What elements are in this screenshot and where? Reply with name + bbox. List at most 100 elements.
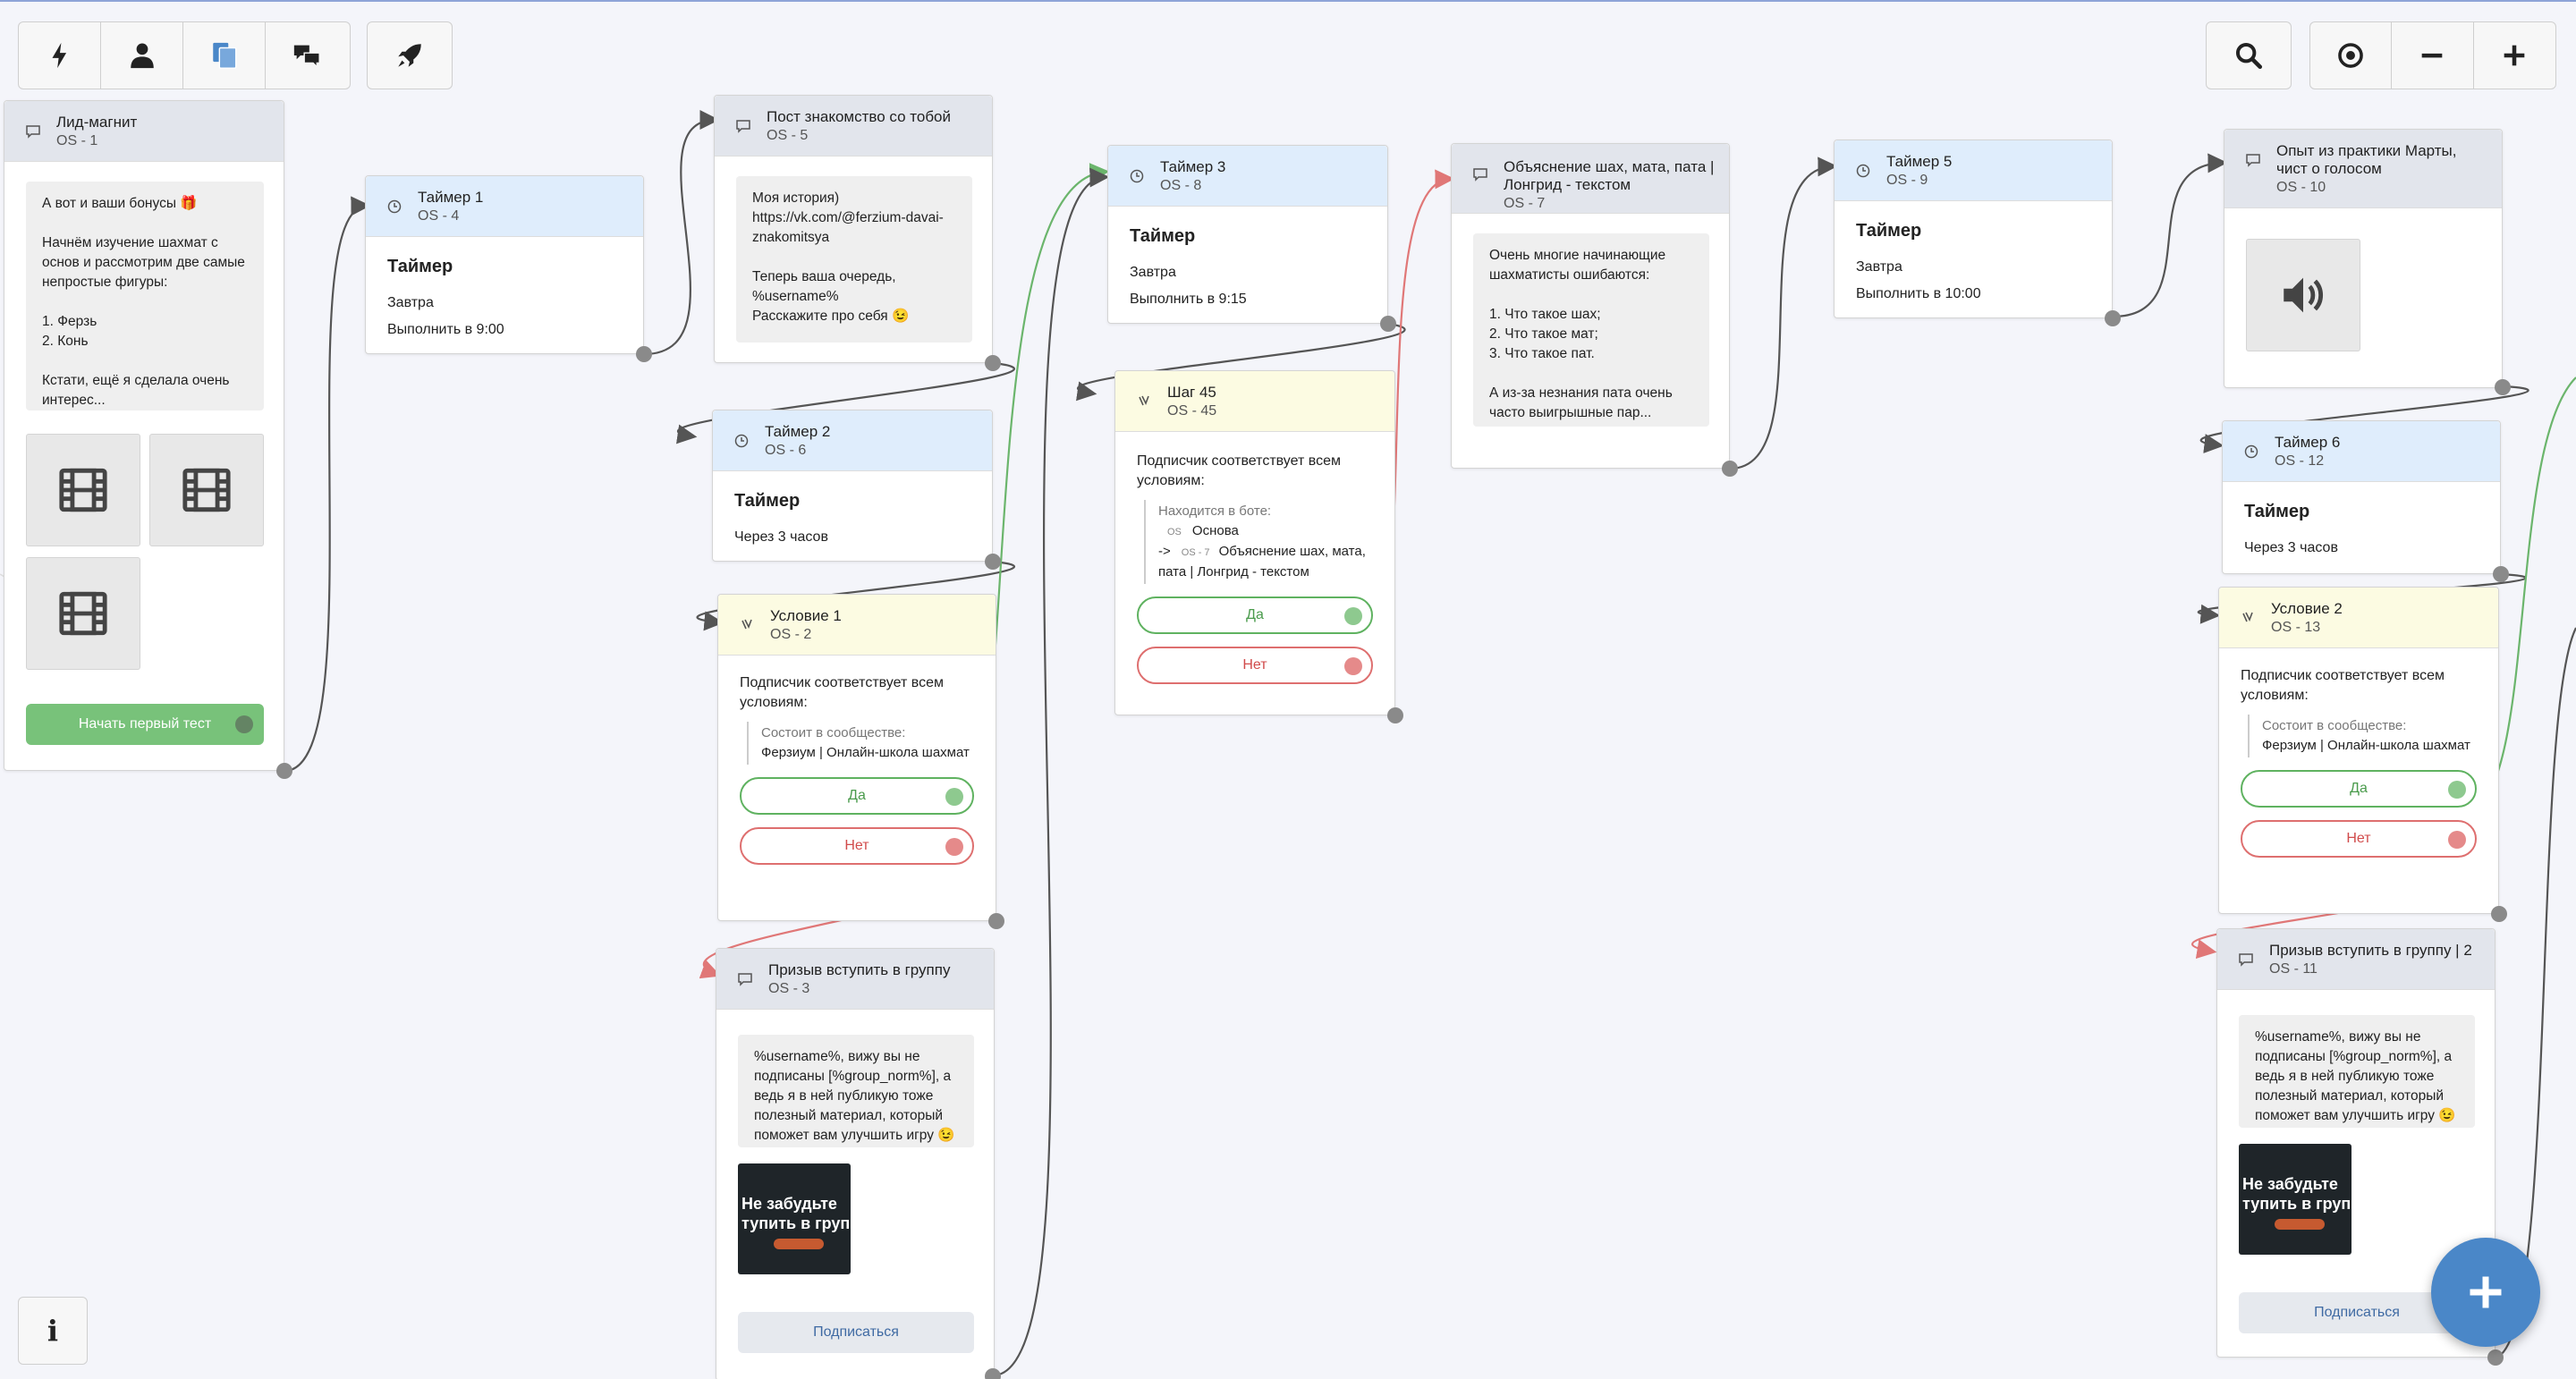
yes-port[interactable]: [2448, 781, 2466, 799]
output-handle[interactable]: [2495, 379, 2511, 395]
output-handle[interactable]: [985, 554, 1001, 570]
minus-icon: [2422, 53, 2443, 58]
zoom-toolbar: [2309, 21, 2556, 89]
card-os-5[interactable]: Пост знакомство со тобой OS - 5 Моя исто…: [714, 95, 993, 363]
video-attachment-3[interactable]: [26, 557, 140, 670]
documents-button[interactable]: [183, 22, 266, 89]
documents-icon: [212, 42, 236, 69]
card-os-11[interactable]: Призыв вступить в группу | 2 OS - 11 %us…: [2216, 928, 2496, 1358]
audio-attachment[interactable]: [2246, 239, 2360, 351]
info-button[interactable]: i: [18, 1297, 88, 1365]
output-handle[interactable]: [1722, 461, 1738, 477]
no-branch[interactable]: Нет: [740, 827, 974, 865]
lightning-button[interactable]: [19, 22, 101, 89]
card-header: Условие 1 OS - 2: [718, 595, 996, 656]
card-os-1[interactable]: Лид-магнит OS - 1 А вот и ваши бонусы 🎁 …: [4, 100, 284, 771]
video-attachment-1[interactable]: [26, 434, 140, 546]
subscribe-button[interactable]: Подписаться: [738, 1312, 974, 1353]
card-header: Пост знакомство со тобой OS - 5: [715, 96, 992, 157]
card-code: OS - 8: [1160, 178, 1202, 193]
output-handle[interactable]: [2487, 1349, 2504, 1366]
timer-delay: Через 3 часов: [2244, 540, 2338, 555]
rule-value: Основа: [1191, 523, 1239, 538]
info-icon: i: [47, 1314, 59, 1348]
no-branch[interactable]: Нет: [1137, 647, 1373, 684]
video-attachment-2[interactable]: [149, 434, 264, 546]
condition-rule: Состоит в сообществе: Ферзиум | Онлайн-ш…: [2248, 715, 2477, 757]
start-test-button[interactable]: Начать первый тест: [26, 704, 264, 745]
center-button[interactable]: [2310, 22, 2393, 89]
clock-icon: [1856, 164, 1870, 178]
card-os-8[interactable]: Таймер 3 OS - 8 Таймер Завтра Выполнить …: [1107, 145, 1388, 324]
yes-port[interactable]: [945, 788, 963, 806]
timer-day: Завтра: [387, 295, 434, 310]
zoom-in-button[interactable]: [2474, 22, 2555, 89]
output-port[interactable]: [235, 715, 253, 733]
card-os-9[interactable]: Таймер 5 OS - 9 Таймер Завтра Выполнить …: [1834, 140, 2113, 318]
rule-label: Находится в боте:: [1158, 503, 1272, 519]
subscribe-button[interactable]: Подписаться: [2239, 1292, 2475, 1333]
yes-port[interactable]: [1344, 607, 1362, 625]
image-attachment[interactable]: Не забудьте тупить в групп: [738, 1163, 851, 1274]
message-icon: [738, 973, 752, 986]
card-header: Таймер 2 OS - 6: [713, 410, 992, 471]
output-handle[interactable]: [985, 1368, 1001, 1379]
card-title: Таймер 1: [418, 189, 484, 206]
output-handle[interactable]: [2493, 566, 2509, 582]
rule-arrow: ->: [1158, 544, 1171, 559]
search-button[interactable]: [2207, 22, 2291, 89]
card-os-7[interactable]: Объяснение шах, мата, пата | Лонгрид - т…: [1451, 143, 1730, 469]
zoom-out-button[interactable]: [2392, 22, 2474, 89]
no-branch[interactable]: Нет: [2241, 820, 2477, 858]
output-handle[interactable]: [988, 913, 1004, 929]
timer-time: Выполнить в 9:00: [387, 322, 504, 337]
wire-os4-os5: [643, 110, 720, 356]
left-toolbar: [18, 21, 351, 89]
output-handle[interactable]: [1387, 707, 1403, 723]
output-handle[interactable]: [2491, 906, 2507, 922]
card-os-3[interactable]: Призыв вступить в группу OS - 3 %usernam…: [716, 948, 995, 1379]
launch-button[interactable]: [368, 22, 452, 89]
card-os-12[interactable]: Таймер 6 OS - 12 Таймер Через 3 часов: [2222, 420, 2501, 574]
wire-os9-os10: [2112, 153, 2228, 318]
card-title: Таймер 3: [1160, 158, 1226, 175]
image-attachment[interactable]: Не забудьте тупить в групп: [2239, 1144, 2351, 1255]
card-header: Таймер 6 OS - 12: [2223, 421, 2500, 482]
output-handle[interactable]: [2105, 310, 2121, 326]
condition-rule: Состоит в сообществе: Ферзиум | Онлайн-ш…: [747, 722, 974, 765]
card-os-2[interactable]: Условие 1 OS - 2 Подписчик соответствует…: [717, 594, 996, 921]
output-handle[interactable]: [1380, 316, 1396, 332]
card-title: Лид-магнит: [56, 114, 138, 131]
condition-icon: [741, 619, 752, 630]
card-os-6[interactable]: Таймер 2 OS - 6 Таймер Через 3 часов: [712, 410, 993, 562]
chat-icon: [293, 45, 320, 69]
yes-branch[interactable]: Да: [2241, 770, 2477, 808]
yes-branch[interactable]: Да: [1137, 596, 1373, 634]
card-code: OS - 10: [2276, 180, 2326, 195]
no-label: Нет: [844, 838, 869, 853]
message-text: %username%, вижу вы не подписаны [%group…: [738, 1035, 974, 1147]
message-text: Моя история) https://vk.com/@ferzium-dav…: [736, 176, 972, 343]
card-os-4[interactable]: Таймер 1 OS - 4 Таймер Завтра Выполнить …: [365, 175, 644, 354]
card-header: Условие 2 OS - 13: [2219, 588, 2498, 648]
card-os-45[interactable]: Шаг 45 OS - 45 Подписчик соответствует в…: [1114, 370, 1395, 715]
output-handle[interactable]: [985, 355, 1001, 371]
yes-branch[interactable]: Да: [740, 777, 974, 815]
button-label: Начать первый тест: [78, 716, 212, 732]
chat-button[interactable]: [266, 22, 348, 89]
card-title: Призыв вступить в группу: [768, 961, 951, 978]
clock-icon: [2244, 444, 2258, 459]
user-button[interactable]: [101, 22, 183, 89]
no-port[interactable]: [2448, 831, 2466, 849]
output-handle[interactable]: [276, 763, 292, 779]
add-block-button[interactable]: [2431, 1238, 2540, 1347]
no-label: Нет: [2346, 831, 2371, 846]
card-os-10[interactable]: Опыт из практики Марты, чист о голосом O…: [2224, 129, 2503, 388]
output-handle[interactable]: [636, 346, 652, 362]
no-port[interactable]: [945, 838, 963, 856]
card-os-13[interactable]: Условие 2 OS - 13 Подписчик соответствуе…: [2218, 587, 2499, 914]
no-port[interactable]: [1344, 657, 1362, 675]
timer-heading: Таймер: [1856, 221, 1922, 241]
rule-value: Ферзиум | Онлайн-школа шахмат: [761, 745, 970, 760]
